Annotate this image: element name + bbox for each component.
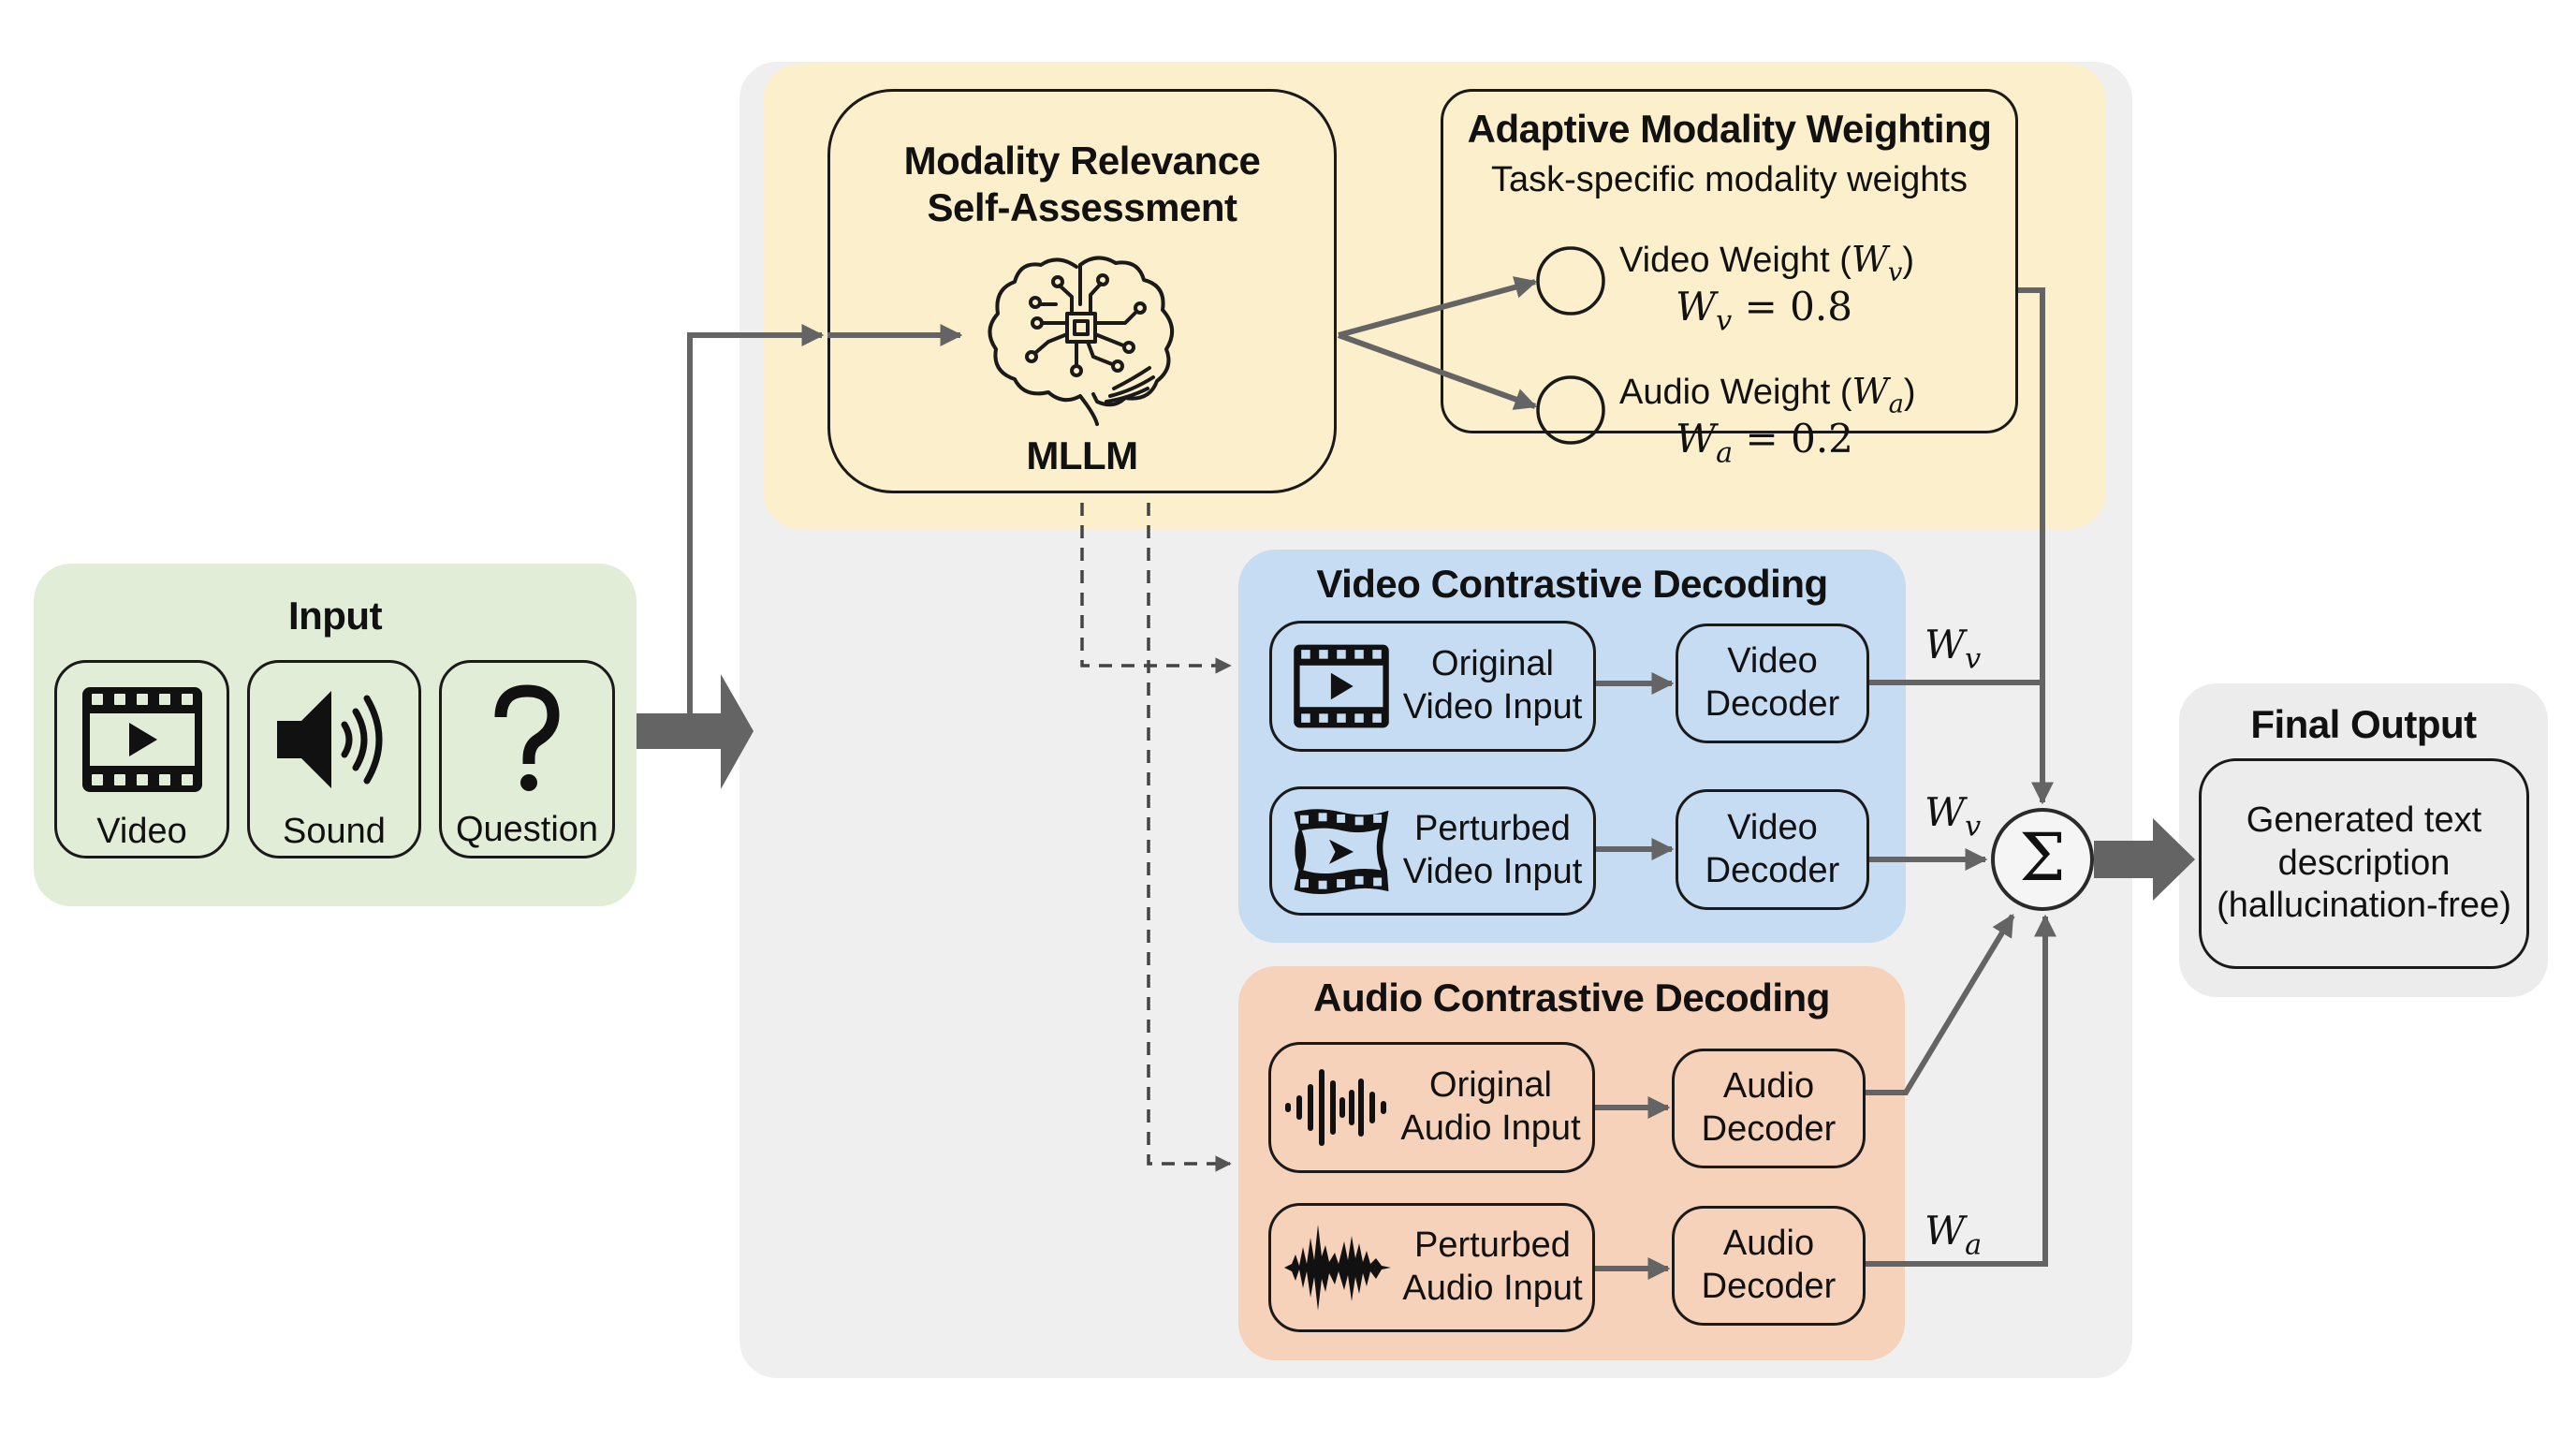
input-title: Input	[287, 594, 383, 638]
decoder-line2: Decoder	[1701, 1267, 1837, 1306]
model-label: MLLM	[1026, 433, 1138, 477]
edge-label-wv-original: Wv	[1925, 622, 1982, 676]
audio-weight-symbol: W	[1852, 371, 1889, 412]
output-title: Final Output	[2250, 702, 2477, 746]
brain-chip-icon	[988, 256, 1174, 426]
input-to-pipeline-arrow	[637, 674, 754, 789]
assessment-title-line1: Modality Relevance	[903, 139, 1261, 183]
perturbed-video-line1: Perturbed	[1414, 809, 1571, 849]
video-weight-sub: v	[1887, 257, 1903, 287]
edge-label-wa-perturbed: Wa	[1925, 1208, 1983, 1262]
audio-weight-value: Wa = 0.2	[1676, 416, 1853, 470]
audio-decoder-original[interactable]: Audio Decoder	[1672, 1049, 1866, 1168]
video-weight-text: Video Weight (	[1619, 241, 1852, 280]
audio-weight-sub: a	[1716, 436, 1734, 470]
decoder-line2: Decoder	[1705, 850, 1840, 890]
waveform-icon	[1285, 1069, 1386, 1146]
question-mark-icon	[494, 684, 560, 791]
original-video-line2: Video Input	[1402, 687, 1583, 726]
input-card-question[interactable]: Question	[439, 660, 615, 858]
original-audio-line2: Audio Input	[1400, 1108, 1581, 1148]
input-card-sound[interactable]: Sound	[247, 660, 421, 858]
video-decoder-perturbed[interactable]: Video Decoder	[1676, 789, 1869, 910]
video-cd-title: Video Contrastive Decoding	[1316, 562, 1828, 606]
video-weight-symbol: W	[1851, 239, 1888, 280]
perturbed-audio-label: Perturbed Audio Input	[1393, 1225, 1592, 1310]
decoder-line2: Decoder	[1705, 684, 1840, 724]
film-icon	[1294, 644, 1389, 728]
original-video-input[interactable]: Original Video Input	[1269, 621, 1596, 752]
perturbed-video-line2: Video Input	[1402, 852, 1583, 891]
weighting-subtitle: Task-specific modality weights	[1491, 160, 1968, 199]
film-icon	[81, 687, 202, 792]
weighting-box	[1441, 89, 2018, 433]
input-card-label: Video	[96, 812, 187, 851]
audio-cd-title: Audio Contrastive Decoding	[1313, 976, 1830, 1020]
noisy-waveform-icon	[1284, 1225, 1391, 1311]
audio-weight-label: Audio Weight (Wa)	[1619, 371, 1916, 419]
weighting-title: Adaptive Modality Weighting	[1467, 107, 1992, 151]
sigma-icon: Σ	[2019, 819, 2066, 896]
input-card-label: Question	[455, 810, 599, 849]
output-line1: Generated text	[2246, 800, 2482, 841]
decoder-line1: Video	[1727, 641, 1818, 682]
edge-label-wv-perturbed: Wv	[1925, 789, 1982, 844]
assessment-title-line2: Self-Assessment	[927, 185, 1237, 229]
audio-weight-node	[1536, 375, 1605, 445]
output-box: Generated text description (hallucinatio…	[2199, 758, 2529, 969]
original-audio-input[interactable]: Original Audio Input	[1268, 1042, 1595, 1173]
original-video-line1: Original	[1431, 644, 1554, 684]
video-weight-label: Video Weight (Wv)	[1619, 239, 1914, 287]
audio-weight-equation: = 0.2	[1733, 416, 1853, 462]
audio-weight-sub: a	[1888, 389, 1904, 419]
video-weight-node	[1536, 246, 1605, 315]
audio-decoder-perturbed[interactable]: Audio Decoder	[1672, 1206, 1866, 1326]
original-audio-label: Original Audio Input	[1389, 1064, 1592, 1150]
audio-weight-close: )	[1903, 373, 1916, 412]
output-line2: description	[2277, 843, 2451, 883]
perturbed-audio-input[interactable]: Perturbed Audio Input	[1268, 1203, 1595, 1332]
video-weight-close: )	[1902, 241, 1915, 280]
perturbed-video-label: Perturbed Video Input	[1392, 808, 1593, 893]
decoder-line2: Decoder	[1701, 1109, 1837, 1149]
decoder-line1: Audio	[1722, 1224, 1815, 1264]
original-audio-line1: Original	[1429, 1065, 1552, 1106]
output-panel	[2179, 683, 2548, 997]
perturbed-audio-line2: Audio Input	[1402, 1269, 1583, 1308]
video-weight-equation: = 0.8	[1732, 284, 1852, 330]
perturbed-audio-line1: Perturbed	[1414, 1225, 1571, 1266]
speaker-icon	[277, 691, 383, 788]
video-decoder-original[interactable]: Video Decoder	[1676, 624, 1869, 743]
video-weight-symbol: W	[1676, 284, 1717, 330]
perturbed-video-input[interactable]: Perturbed Video Input	[1269, 786, 1596, 916]
input-card-label: Sound	[283, 812, 386, 851]
decoder-line1: Video	[1727, 807, 1818, 847]
output-line3: (hallucination-free)	[2217, 886, 2511, 926]
audio-weight-symbol: W	[1676, 416, 1717, 462]
decoder-line1: Audio	[1722, 1066, 1815, 1107]
original-video-label: Original Video Input	[1392, 643, 1593, 728]
audio-weight-text: Audio Weight (	[1619, 373, 1852, 412]
input-card-video[interactable]: Video	[54, 660, 229, 858]
video-weight-sub: v	[1716, 304, 1733, 338]
distorted-film-icon	[1294, 809, 1389, 895]
assessment-box	[827, 89, 1337, 493]
summation-node: Σ	[1991, 808, 2094, 911]
video-weight-value: Wv = 0.8	[1676, 284, 1852, 338]
